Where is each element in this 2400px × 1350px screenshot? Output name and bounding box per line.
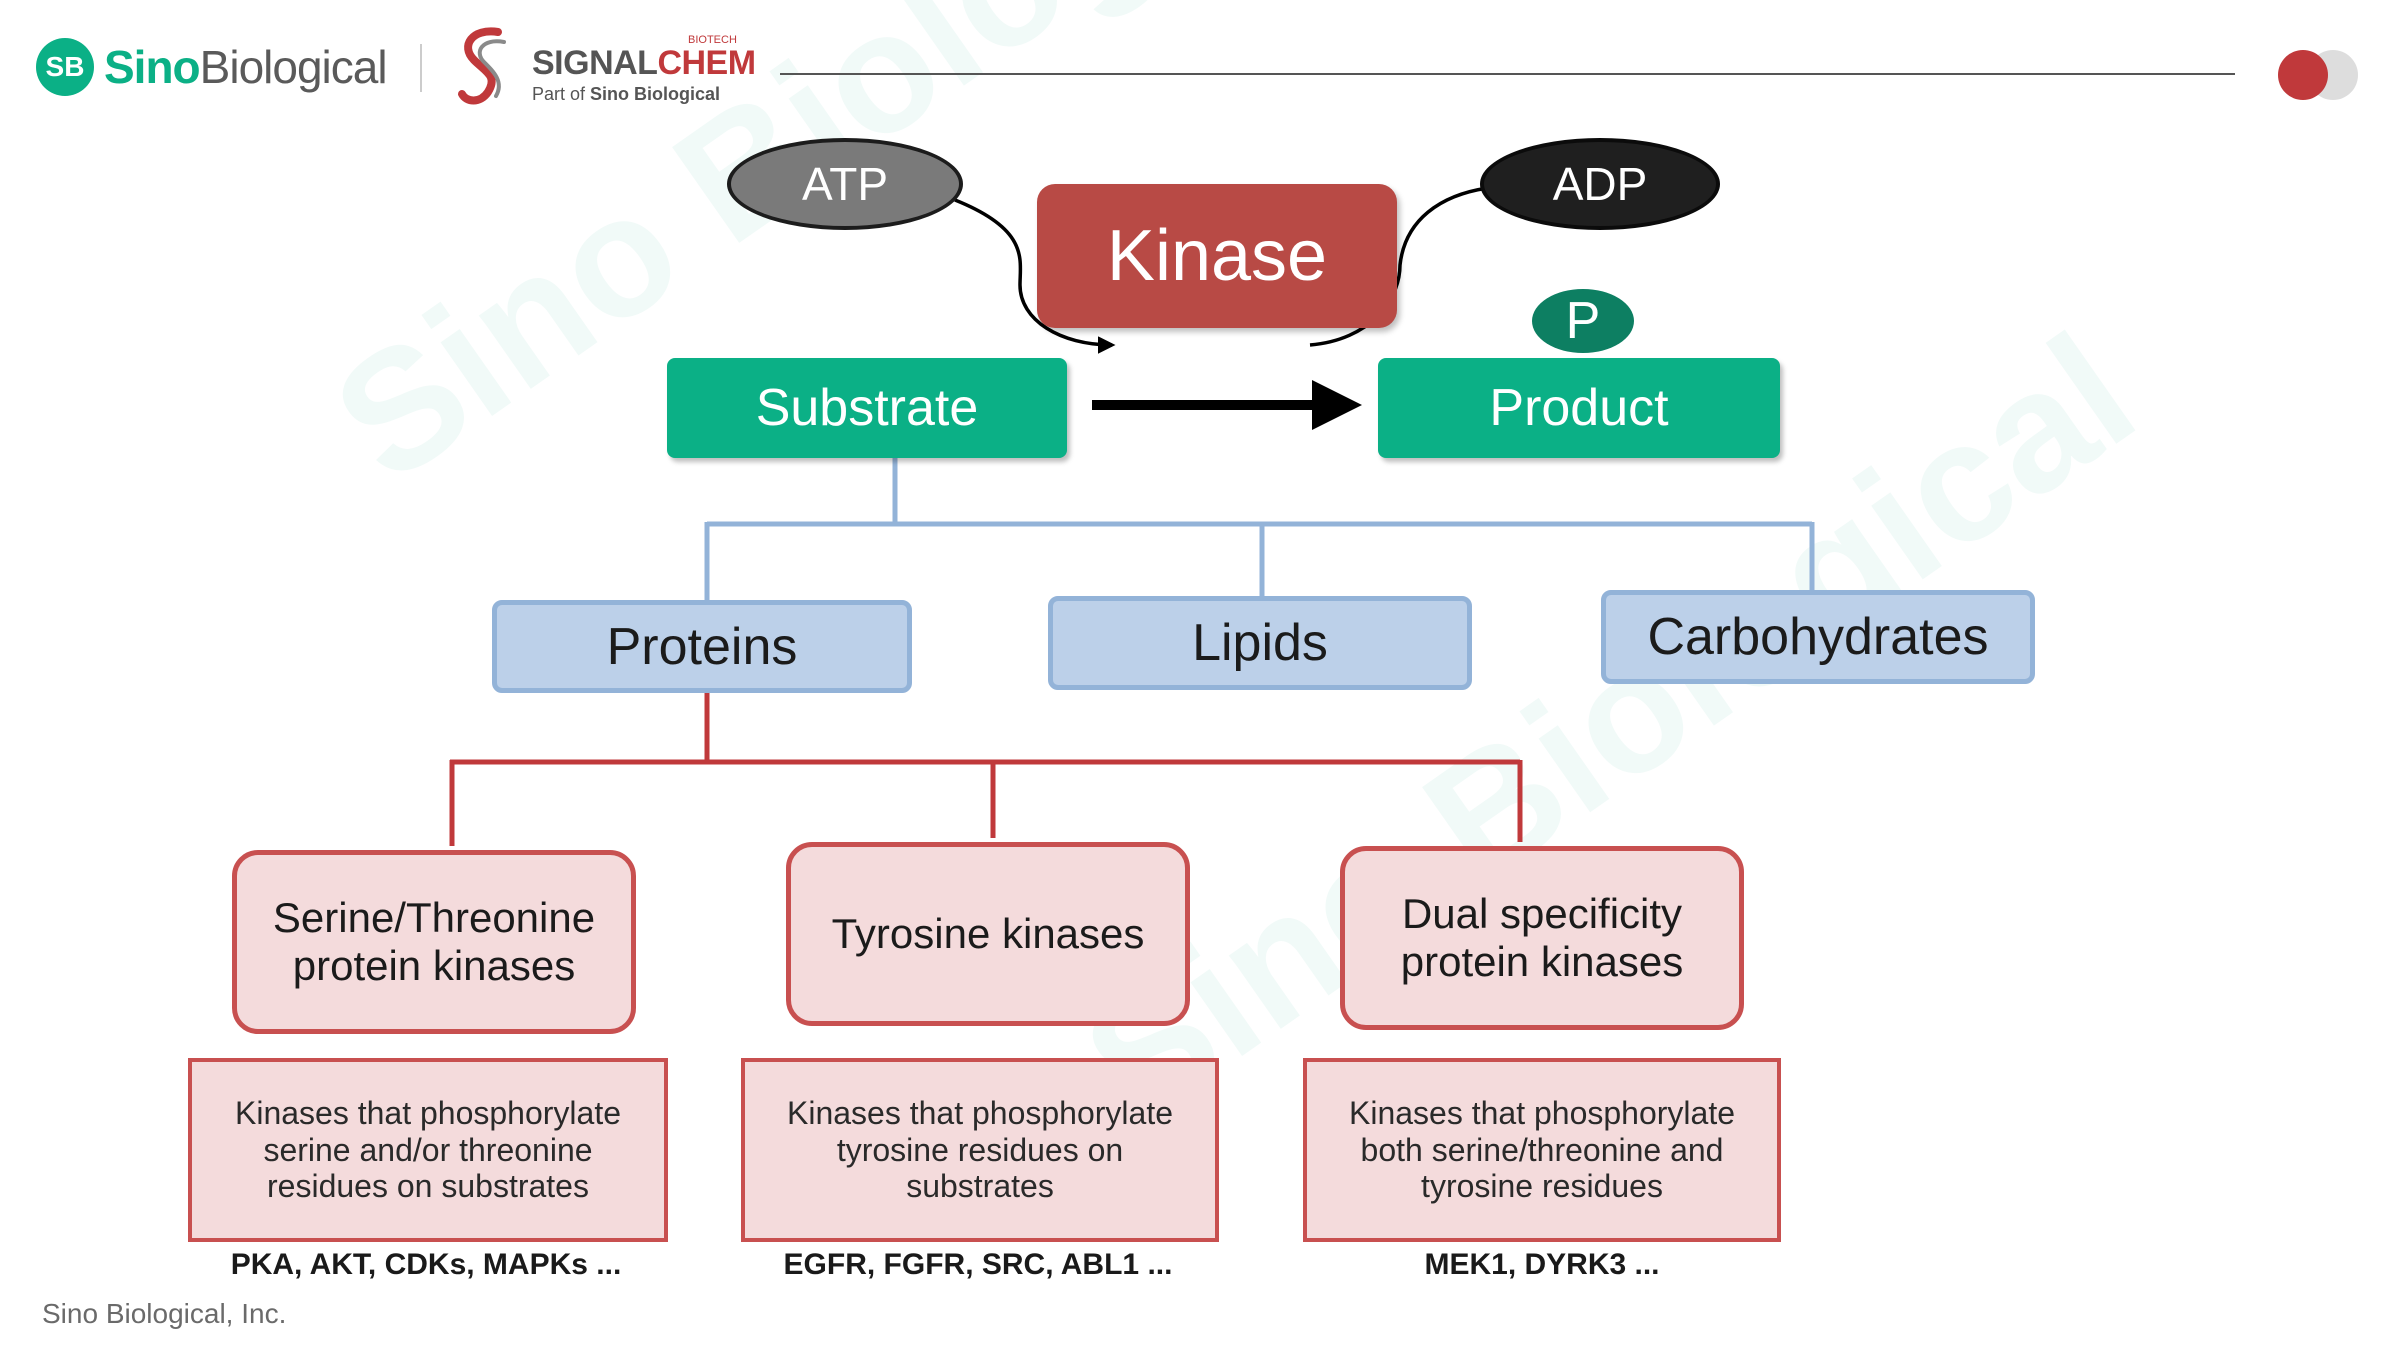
- description-line: Kinases that phosphorylate: [1348, 1094, 1736, 1131]
- category-carbohydrates-label: Carbohydrates: [1647, 608, 1989, 666]
- atp-label: ATP: [801, 158, 889, 210]
- description-line: Kinases that phosphorylate: [786, 1094, 1174, 1131]
- kinase-type-name-line: Serine/Threonine: [272, 893, 596, 941]
- product-label: Product: [1489, 379, 1669, 437]
- adp-oval: ADP: [1480, 138, 1720, 230]
- kinase-type-dual-specificity: Dual specificity protein kinases: [1340, 846, 1744, 1030]
- brand-biological: Biological: [199, 41, 388, 93]
- category-carbohydrates: Carbohydrates: [1601, 590, 2035, 684]
- kinase-type-name-line: protein kinases: [1400, 938, 1684, 985]
- kinase-type-name-line: Tyrosine kinases: [831, 909, 1145, 957]
- kinase-type-name-line: protein kinases: [292, 942, 576, 989]
- signalchem-biotech: BIOTECH: [688, 34, 737, 46]
- signalchem-s-icon: [458, 27, 506, 105]
- description-line: serine and/or threonine: [263, 1131, 593, 1168]
- signalchem-subtitle: Part of Sino Biological: [532, 84, 720, 105]
- substrate-branch-lines: [704, 458, 1815, 600]
- category-proteins: Proteins: [492, 600, 912, 693]
- atp-arrow: [954, 198, 1116, 354]
- description-line: Kinases that phosphorylate: [234, 1094, 622, 1131]
- signalchem-sub-brand: Sino Biological: [590, 84, 721, 104]
- kinase-type-name-line: Dual specificity: [1401, 889, 1683, 937]
- description-serine-threonine: Kinases that phosphorylate serine and/or…: [188, 1058, 668, 1242]
- phosphate-badge: P: [1532, 289, 1634, 353]
- examples-dual-specificity: MEK1, DYRK3 ...: [1424, 1248, 1660, 1281]
- sb-logo-text: SB: [45, 51, 85, 82]
- description-line: tyrosine residues: [1421, 1168, 1663, 1205]
- description-line: tyrosine residues on: [836, 1131, 1124, 1168]
- signalchem-chem: CHEM: [657, 44, 756, 82]
- logo-divider: [420, 44, 422, 92]
- sino-biological-logo: SB Sino Biological: [36, 36, 388, 98]
- kinase-box: Kinase: [1037, 184, 1397, 328]
- brand-sino: Sino: [104, 41, 201, 93]
- sb-logo-icon: SB: [36, 38, 94, 96]
- substrate-label: Substrate: [755, 379, 979, 437]
- category-proteins-label: Proteins: [606, 617, 798, 676]
- description-line: substrates: [906, 1168, 1054, 1205]
- substrate-box: Substrate: [667, 358, 1067, 458]
- header-rule: [780, 73, 2235, 75]
- signalchem-logo: BIOTECH SIGNALCHEM Part of Sino Biologic…: [452, 24, 756, 108]
- examples-tyrosine: EGFR, FGFR, SRC, ABL1 ...: [783, 1248, 1173, 1281]
- examples-serine-threonine: PKA, AKT, CDKs, MAPKs ...: [230, 1248, 622, 1281]
- category-lipids: Lipids: [1048, 596, 1472, 690]
- signalchem-sub-prefix: Part of: [532, 84, 586, 104]
- description-dual-specificity: Kinases that phosphorylate both serine/t…: [1303, 1058, 1781, 1242]
- adp-arrow: [1309, 186, 1489, 347]
- description-line: residues on substrates: [267, 1168, 589, 1205]
- adp-label: ADP: [1552, 158, 1648, 210]
- kinase-type-serine-threonine: Serine/Threonine protein kinases: [232, 850, 636, 1034]
- signalchem-wordmark: SIGNALCHEM: [532, 44, 756, 83]
- slide-toggle-icon: [2278, 50, 2358, 100]
- kinase-label: Kinase: [1106, 216, 1328, 296]
- kinase-type-tyrosine: Tyrosine kinases: [786, 842, 1190, 1026]
- phosphate-label: P: [1565, 292, 1601, 350]
- protein-branch-lines: [449, 693, 1523, 846]
- footer-company: Sino Biological, Inc.: [42, 1298, 287, 1329]
- product-box: Product: [1378, 358, 1780, 458]
- toggle-dot-red: [2278, 50, 2328, 100]
- atp-oval: ATP: [727, 138, 963, 230]
- description-line: both serine/threonine and: [1360, 1131, 1724, 1168]
- category-lipids-label: Lipids: [1192, 614, 1328, 672]
- description-tyrosine: Kinases that phosphorylate tyrosine resi…: [741, 1058, 1219, 1242]
- signalchem-signal: SIGNAL: [532, 44, 658, 82]
